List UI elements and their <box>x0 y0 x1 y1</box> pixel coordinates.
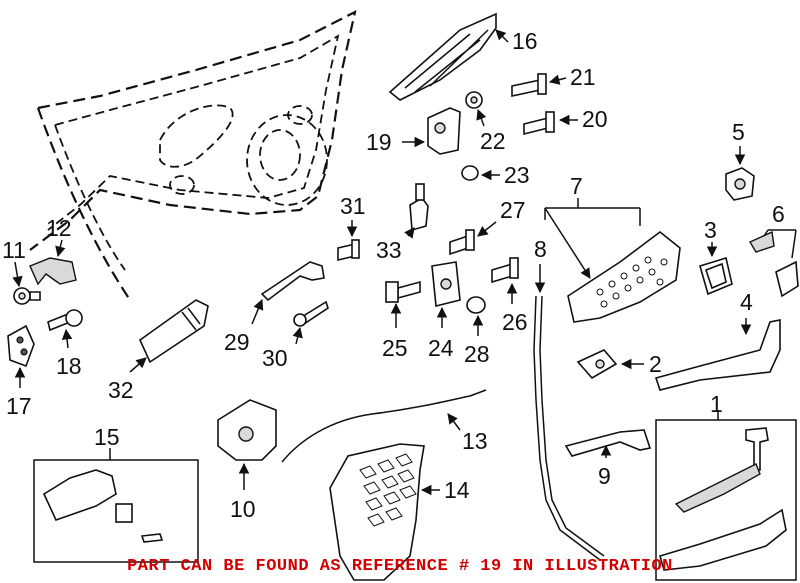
part-11-clip <box>12 261 41 305</box>
callout-24: 24 <box>428 335 454 361</box>
callout-26: 26 <box>502 309 528 335</box>
part-33-bracket <box>404 183 429 239</box>
part-29-handle <box>251 261 325 325</box>
part-14-module <box>329 443 440 581</box>
callout-9: 9 <box>598 463 611 489</box>
callout-18: 18 <box>56 353 82 379</box>
part-9-handle-base <box>564 429 652 458</box>
part-30-screw <box>292 300 329 345</box>
callout-5: 5 <box>732 119 745 145</box>
part-18-clip <box>47 309 83 349</box>
part-3-bezel <box>699 242 733 296</box>
part-5-cylinder <box>725 146 755 201</box>
reference-notice: PART CAN BE FOUND AS REFERENCE # 19 IN I… <box>127 557 673 576</box>
callout-16: 16 <box>512 28 538 54</box>
part-2-cover <box>576 349 644 380</box>
callout-21: 21 <box>570 64 596 90</box>
callout-labels: 1 2 3 4 5 6 7 8 9 10 11 12 13 14 15 16 1… <box>2 28 785 522</box>
part-13-cable <box>281 389 487 463</box>
callout-11: 11 <box>2 237 26 263</box>
part-28-cap <box>466 296 486 336</box>
callout-2: 2 <box>649 351 662 377</box>
part-8-rod <box>533 264 605 561</box>
callout-28: 28 <box>464 341 490 367</box>
callout-17: 17 <box>6 393 32 419</box>
callout-25: 25 <box>382 335 408 361</box>
part-21-bolt <box>511 73 567 97</box>
callout-30: 30 <box>262 345 288 371</box>
part-12-seal <box>29 239 77 286</box>
callout-23: 23 <box>504 162 530 188</box>
part-1-box <box>655 410 797 581</box>
callout-4: 4 <box>740 289 753 315</box>
part-4-handle <box>654 318 781 391</box>
part-10-lock <box>217 399 277 490</box>
callout-22: 22 <box>480 128 506 154</box>
callout-27: 27 <box>500 197 526 223</box>
callout-20: 20 <box>582 106 608 132</box>
part-17-grommet <box>7 324 35 388</box>
part-23-plug <box>461 165 500 181</box>
part-15-box <box>33 448 199 563</box>
callout-33: 33 <box>376 237 402 263</box>
part-24-bracket <box>431 261 461 328</box>
callout-13: 13 <box>462 428 488 454</box>
callout-8: 8 <box>534 236 547 262</box>
callout-31: 31 <box>340 193 366 219</box>
callout-15: 15 <box>94 424 120 450</box>
callout-14: 14 <box>444 477 470 503</box>
callout-19: 19 <box>366 129 392 155</box>
part-19-bracket <box>402 107 461 155</box>
callout-10: 10 <box>230 496 256 522</box>
callout-29: 29 <box>224 329 250 355</box>
part-7-handle-carrier <box>544 198 681 323</box>
part-25-bolt <box>385 280 421 328</box>
callout-1: 1 <box>710 391 723 417</box>
callout-6: 6 <box>772 201 785 227</box>
part-22-nut <box>465 91 487 127</box>
part-32-trim <box>129 299 209 373</box>
part-31-bolt <box>337 220 360 262</box>
part-27-bolt <box>449 221 497 256</box>
callout-32: 32 <box>108 377 134 403</box>
door-outline <box>29 9 357 301</box>
callout-12: 12 <box>46 215 72 241</box>
part-26-bolt <box>491 257 519 304</box>
part-6-caps <box>748 229 799 298</box>
part-16-bracket <box>388 12 509 101</box>
part-20-bolt <box>523 111 578 136</box>
callout-3: 3 <box>704 217 717 243</box>
callout-7: 7 <box>570 173 583 199</box>
